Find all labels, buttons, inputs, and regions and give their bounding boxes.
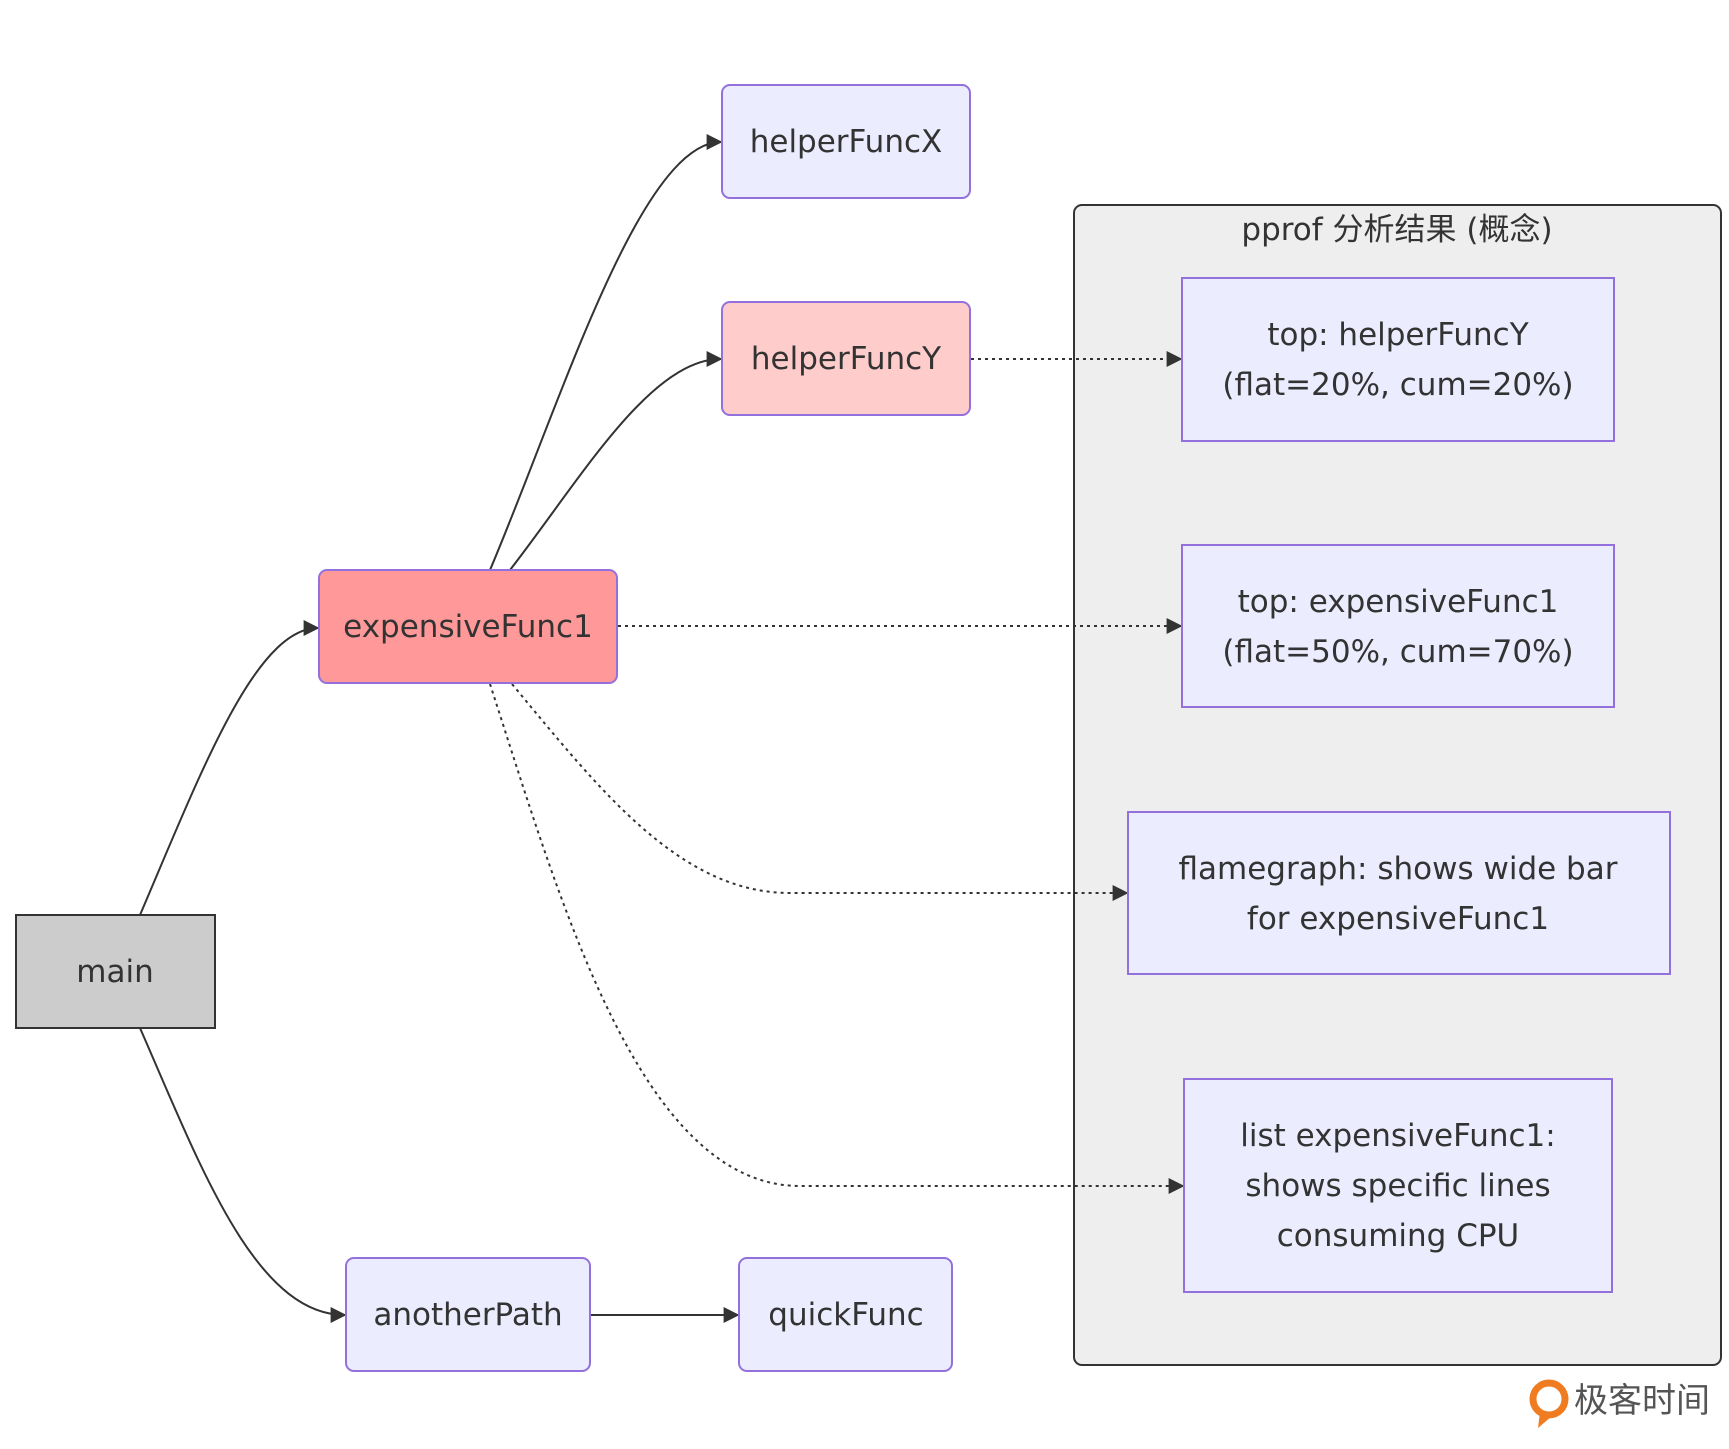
cluster-box (1073, 204, 1722, 1366)
node-anotherPath: anotherPath (345, 1257, 591, 1372)
node-quickFunc-label: quickFunc (768, 1297, 923, 1333)
node-expensiveFunc1-box (318, 569, 618, 684)
node-list-line2: shows specific lines (1245, 1168, 1550, 1204)
edge-expensiveFunc1-to-helperFuncX (489, 134, 723, 571)
node-top-expensiveFunc1-line1: top: expensiveFunc1 (1238, 584, 1559, 620)
node-flamegraph-line1: flamegraph: shows wide bar (1179, 851, 1618, 887)
dotted-edges (489, 351, 1185, 1194)
node-quickFunc-box (738, 1257, 953, 1372)
node-main-box (15, 914, 216, 1029)
node-top-helperFuncY-line2: (flat=20%, cum=20%) (1222, 367, 1573, 403)
node-top-expensiveFunc1: top: expensiveFunc1 (flat=50%, cum=70%) (1181, 544, 1615, 708)
node-expensiveFunc1: expensiveFunc1 (318, 569, 618, 684)
node-list-line3: consuming CPU (1277, 1218, 1519, 1254)
node-helperFuncX: helperFuncX (721, 84, 971, 199)
node-helperFuncY-label: helperFuncY (751, 341, 941, 377)
node-helperFuncX-box (721, 84, 971, 199)
edge-expensiveFunc1-to-list (489, 683, 1185, 1194)
node-top-expensiveFunc1-line2: (flat=50%, cum=70%) (1222, 634, 1573, 670)
watermark-text: 极客时间 (1574, 1381, 1710, 1421)
node-main-label: main (76, 954, 153, 990)
geektime-logo-icon (1529, 1379, 1569, 1428)
edge-expensiveFunc1-to-helperFuncY (509, 351, 723, 571)
node-quickFunc: quickFunc (738, 1257, 953, 1372)
node-expensiveFunc1-label: expensiveFunc1 (343, 609, 593, 645)
cluster-title: pprof 分析结果 (概念) (1241, 212, 1552, 248)
node-list-box (1183, 1078, 1613, 1293)
node-top-helperFuncY: top: helperFuncY (flat=20%, cum=20%) (1181, 277, 1615, 442)
node-flamegraph: flamegraph: shows wide bar for expensive… (1127, 811, 1671, 975)
node-anotherPath-box (345, 1257, 591, 1372)
node-helperFuncX-label: helperFuncX (750, 124, 943, 160)
node-helperFuncY: helperFuncY (721, 301, 971, 416)
edge-main-to-expensiveFunc1 (139, 620, 320, 916)
watermark: 极客时间 (1529, 1379, 1710, 1428)
node-list-line1: list expensiveFunc1: (1240, 1118, 1555, 1154)
node-anotherPath-label: anotherPath (373, 1297, 562, 1333)
pprof-cluster: pprof 分析结果 (概念) (1073, 204, 1722, 1366)
node-flamegraph-box (1127, 811, 1671, 975)
edge-main-to-anotherPath (139, 1027, 347, 1323)
edge-expensiveFunc1-to-flamegraph (511, 683, 1129, 901)
node-flamegraph-line2: for expensiveFunc1 (1247, 901, 1549, 937)
node-main: main (15, 914, 216, 1029)
node-helperFuncY-box (721, 301, 971, 416)
node-top-expensiveFunc1-box (1181, 544, 1615, 708)
node-top-helperFuncY-box (1181, 277, 1615, 442)
node-list: list expensiveFunc1: shows specific line… (1183, 1078, 1613, 1293)
node-top-helperFuncY-line1: top: helperFuncY (1267, 317, 1528, 353)
solid-edges (139, 134, 740, 1323)
